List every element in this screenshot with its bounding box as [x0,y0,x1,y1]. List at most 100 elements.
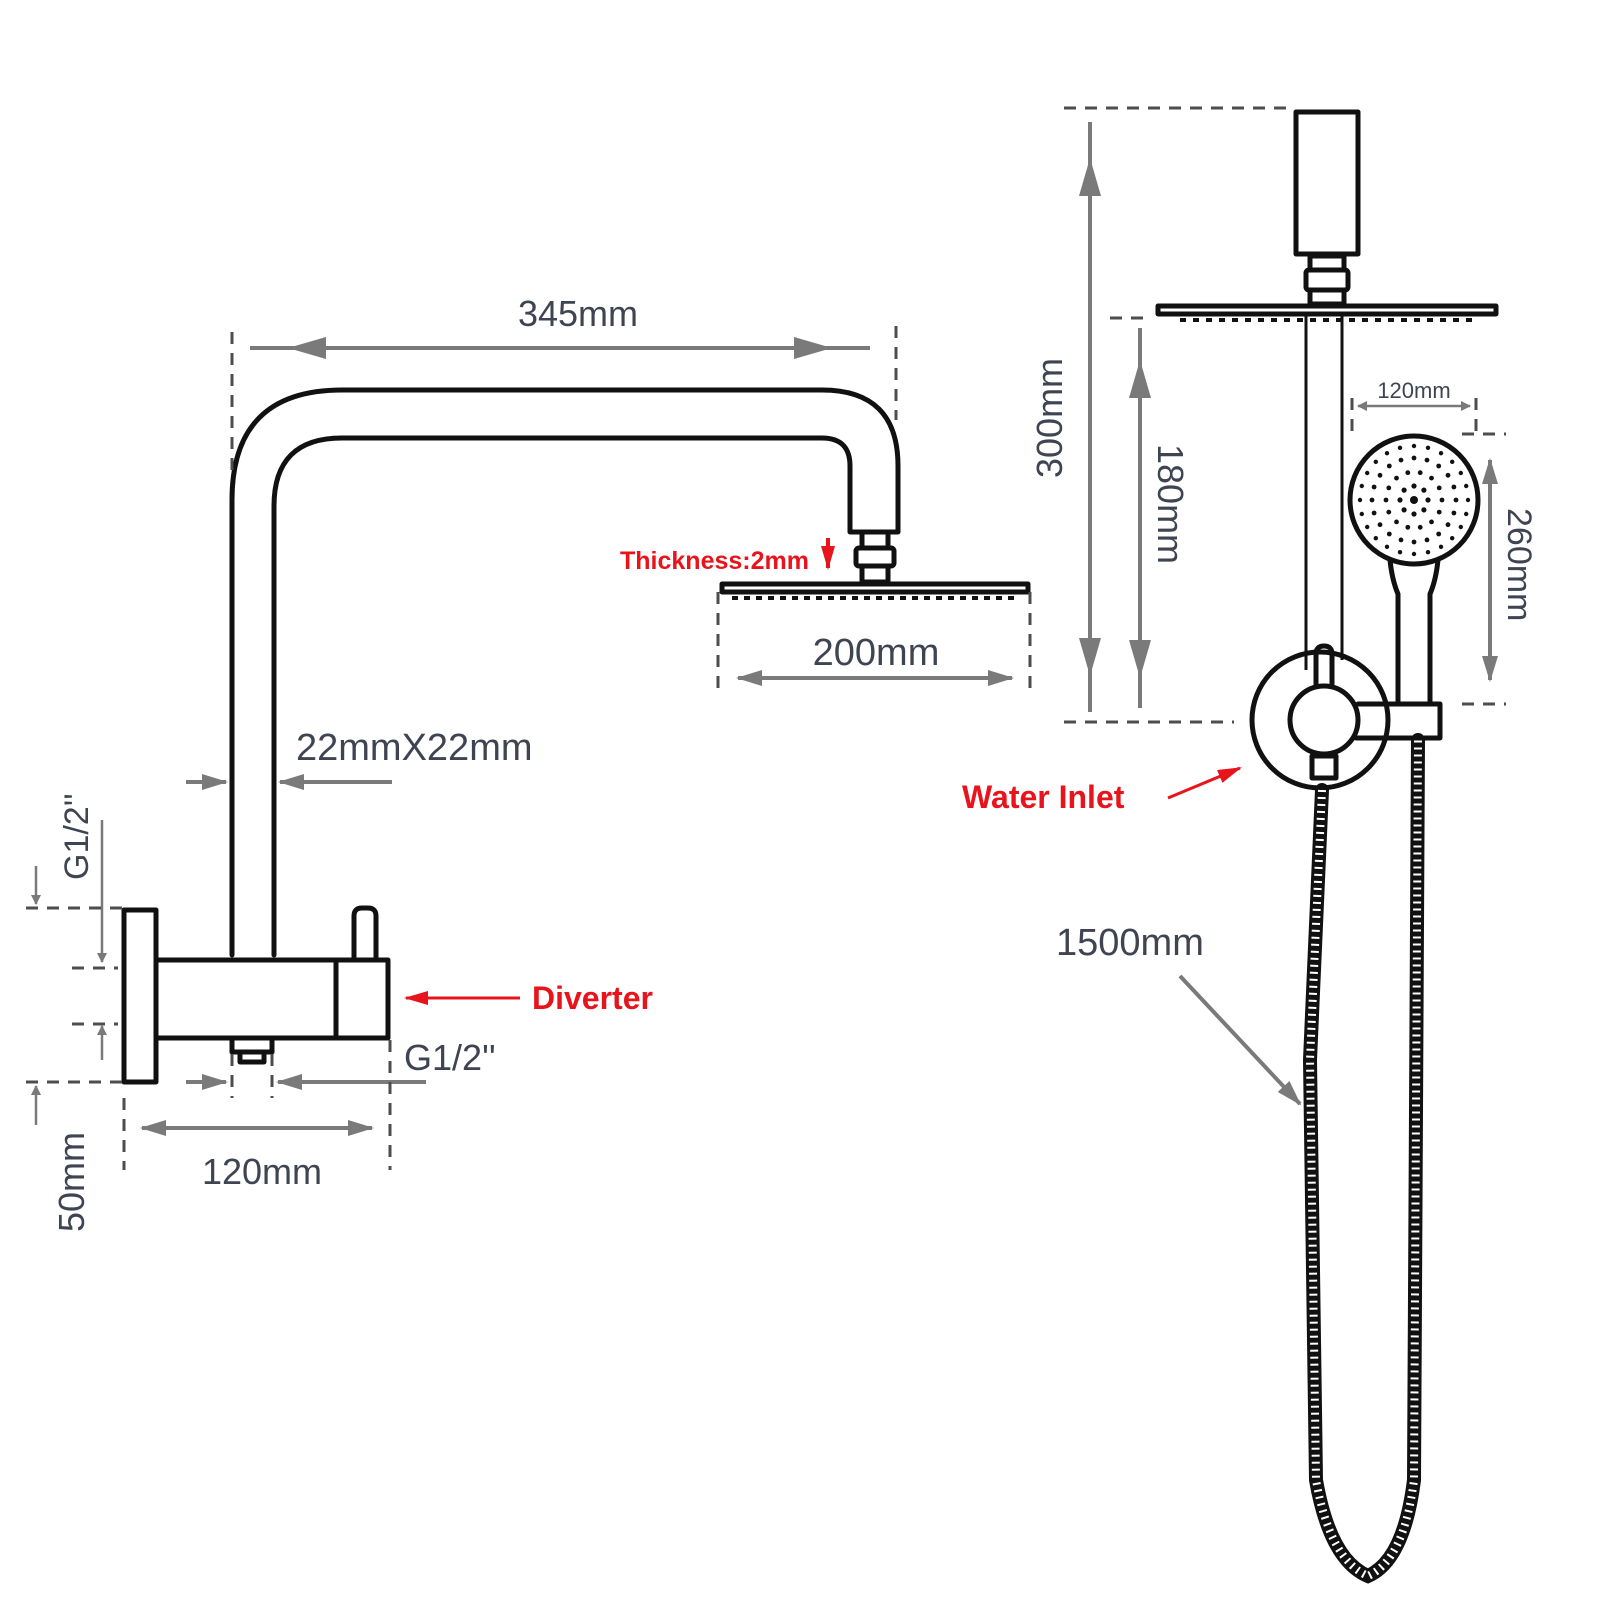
head-thickness-label: Thickness:2mm [620,547,809,575]
nozzle-hole [1411,511,1417,517]
nozzle-hole [1429,519,1434,525]
nozzle-hole [1424,457,1430,463]
nozzle-hole [1421,487,1427,493]
nozzle-hole [1464,483,1469,489]
overhead-shower-plate [1155,303,1499,317]
head-size-label: 200mm [813,632,940,674]
nozzle-hole [1359,511,1365,517]
water-inlet-arrow [1167,766,1242,800]
nozzle-hole [1436,485,1442,491]
rail-lower-label: 180mm [1150,444,1191,564]
hand-shower-head [1347,433,1481,567]
nozzle-hole [1451,484,1457,490]
pipe-section-label: 22mmX22mm [296,727,533,769]
nozzle-hole [1445,522,1451,528]
nozzle-hole [1421,507,1427,513]
nozzle-hole [1371,510,1377,516]
diverter-label: Diverter [532,980,653,1016]
nozzle-hole [1386,531,1392,537]
nozzle-hole [1411,539,1417,545]
hand-shower-holder [1353,701,1443,741]
hand-length-label: 260mm [1500,508,1538,621]
valve-body [153,957,339,1041]
nozzle-hole [1386,509,1392,515]
rail-top-bracket [1293,109,1361,257]
nozzle-hole [1401,487,1407,493]
nozzle-hole [1398,537,1404,543]
rail-top-fitting-lower [1307,287,1347,307]
arm-length-label: 345mm [518,293,638,334]
nozzle-hole [1383,497,1389,503]
nozzle-hole [1424,537,1430,543]
nozzle-hole [1464,511,1469,517]
nozzle-hole [1401,507,1407,513]
rain-shower-head [719,581,1031,595]
valve-outlet [1309,753,1339,781]
valve-outlet-thread [237,1049,267,1065]
shower-arm-drawing: 345mm Thickness:2mm 200mm 22mmX22mm G1/2… [26,293,1032,1232]
nozzle-hole [1450,459,1455,464]
wall-offset-label: 50mm [51,1132,92,1232]
nozzle-hole [1394,475,1399,481]
nozzle-hole [1371,484,1377,490]
nozzle-hole [1397,550,1403,555]
shower-arm-outer [229,387,901,958]
diverter-knob [333,957,391,1041]
nozzle-hole [1369,497,1375,503]
hose-texture [1305,739,1422,1581]
valve-knob [1287,683,1361,757]
nozzle-hole [1438,451,1444,456]
nozzle-hole [1384,544,1390,549]
valve-rosette [1249,649,1391,791]
nozzle-hole [1453,497,1459,503]
nozzle-hole [1436,463,1442,469]
rail-top-nut [1303,267,1351,293]
nozzle-hole [1365,524,1370,530]
thread-bottom-label: G1/2'' [404,1037,496,1078]
rail-height-label: 300mm [1029,358,1070,478]
nozzle-hole [1417,524,1423,530]
nozzle-hole [1384,451,1390,456]
diverter-lever [351,905,379,963]
nozzle-hole [1438,544,1444,549]
arm-fitting-bottom [859,563,891,585]
nozzle-hole [1425,497,1431,503]
nozzle-hole [1377,522,1383,528]
nozzle-hole [1458,524,1464,530]
nozzle-hole [1436,509,1442,515]
hand-shower-nozzles [1357,443,1471,557]
nozzle-hole [1373,536,1379,541]
nozzle-hole [1397,445,1403,450]
nozzle-hole [1450,536,1455,541]
hand-shower-handle [1387,557,1441,707]
water-inlet-label: Water Inlet [962,779,1125,815]
nozzle-hole [1359,483,1365,489]
nozzle-hole [1386,485,1392,491]
nozzle-hole [1357,497,1363,503]
nozzle-hole [1377,472,1383,478]
nozzle-hole [1386,463,1392,469]
nozzle-hole [1417,470,1423,476]
hose-length-arrow [1178,974,1302,1106]
nozzle-hole [1373,459,1379,464]
shower-hose [1302,733,1425,1584]
nozzle-hole [1445,472,1451,478]
valve-wall-plate [121,907,159,1085]
nozzle-hole [1425,445,1431,450]
nozzle-hole [1411,551,1417,557]
arm-fitting-nut [853,545,897,569]
nozzle-hole [1458,470,1464,476]
nozzle-hole [1425,550,1431,555]
nozzle-hole [1451,510,1457,516]
nozzle-hole [1411,483,1417,489]
nozzle-hole [1436,531,1442,537]
shower-rail-drawing: 300mm 180mm 120mm 260mm Water Inlet 1500… [962,106,1538,1584]
nozzle-hole [1465,497,1471,503]
hand-width-label: 120mm [1377,378,1450,403]
nozzle-hole [1429,475,1434,481]
nozzle-hole [1398,457,1404,463]
valve-width-label: 120mm [202,1151,322,1192]
hose-length-label: 1500mm [1056,922,1204,964]
nozzle-hole [1394,519,1399,525]
